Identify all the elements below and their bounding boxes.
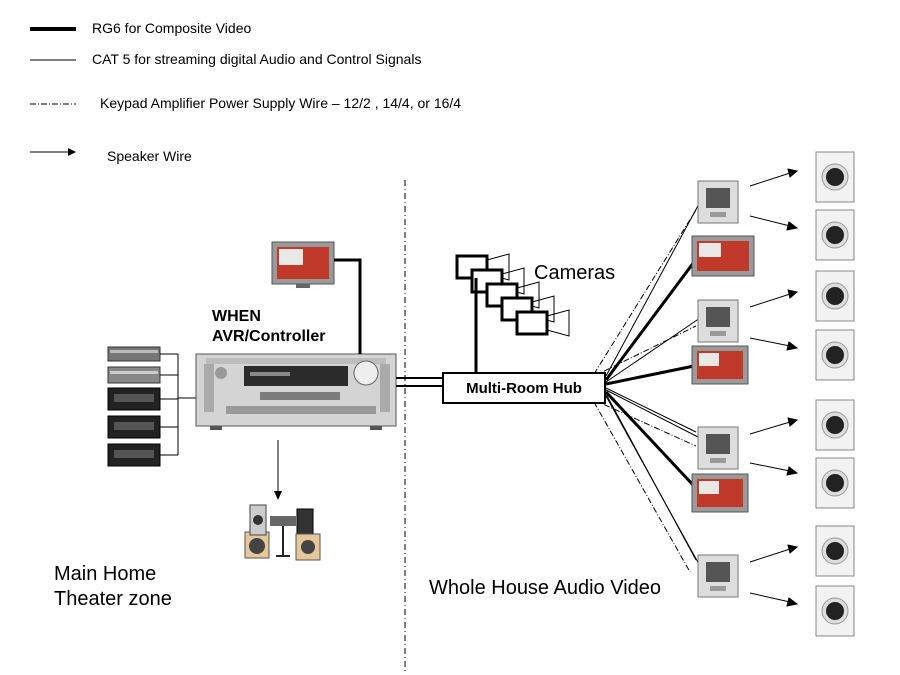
camera-group bbox=[455, 253, 570, 337]
speaker-wire-arrows bbox=[749, 168, 799, 607]
zone-tv-1 bbox=[691, 235, 755, 277]
legend-speaker-label: Speaker Wire bbox=[107, 148, 192, 164]
source-components bbox=[107, 346, 161, 467]
legend-cat5-label: CAT 5 for streaming digital Audio and Co… bbox=[92, 51, 422, 67]
multi-room-hub: Multi-Room Hub bbox=[442, 372, 606, 404]
hub-label: Multi-Room Hub bbox=[466, 379, 582, 397]
keypad-4 bbox=[697, 554, 739, 598]
keypad-3 bbox=[697, 426, 739, 470]
avr-receiver bbox=[195, 353, 397, 430]
in-wall-speaker-4 bbox=[815, 329, 855, 381]
keypad-2 bbox=[697, 299, 739, 343]
zone-tv-3 bbox=[691, 473, 749, 513]
legend-power-label: Keypad Amplifier Power Supply Wire – 12/… bbox=[100, 95, 462, 111]
whole-house-label: Whole House Audio Video bbox=[429, 577, 662, 599]
avr-to-hub-wire bbox=[396, 377, 442, 387]
in-wall-speaker-3 bbox=[815, 270, 855, 322]
keypad-1 bbox=[697, 180, 739, 224]
main-tv bbox=[271, 241, 335, 288]
legend-rg6-label: RG6 for Composite Video bbox=[92, 20, 252, 36]
tv-rg6-wire bbox=[334, 258, 362, 354]
speaker-output-arrow bbox=[274, 440, 282, 500]
home-theater-speakers bbox=[244, 504, 321, 561]
hub-fanout-wires bbox=[593, 201, 701, 573]
legend-speaker-arrow bbox=[30, 148, 76, 156]
in-wall-speakers bbox=[815, 151, 855, 637]
in-wall-speaker-7 bbox=[815, 525, 855, 577]
controller-label: WHEN AVR/Controller bbox=[212, 308, 326, 345]
in-wall-speaker-8 bbox=[815, 585, 855, 637]
cameras-label: Cameras bbox=[534, 262, 616, 284]
in-wall-speaker-6 bbox=[815, 457, 855, 509]
zone-tv-2 bbox=[691, 345, 749, 385]
in-wall-speaker-1 bbox=[815, 151, 855, 203]
main-zone-label: Main Home Theater zone bbox=[54, 563, 172, 610]
source-bus-wire bbox=[160, 353, 196, 456]
in-wall-speaker-5 bbox=[815, 399, 855, 451]
in-wall-speaker-2 bbox=[815, 209, 855, 261]
